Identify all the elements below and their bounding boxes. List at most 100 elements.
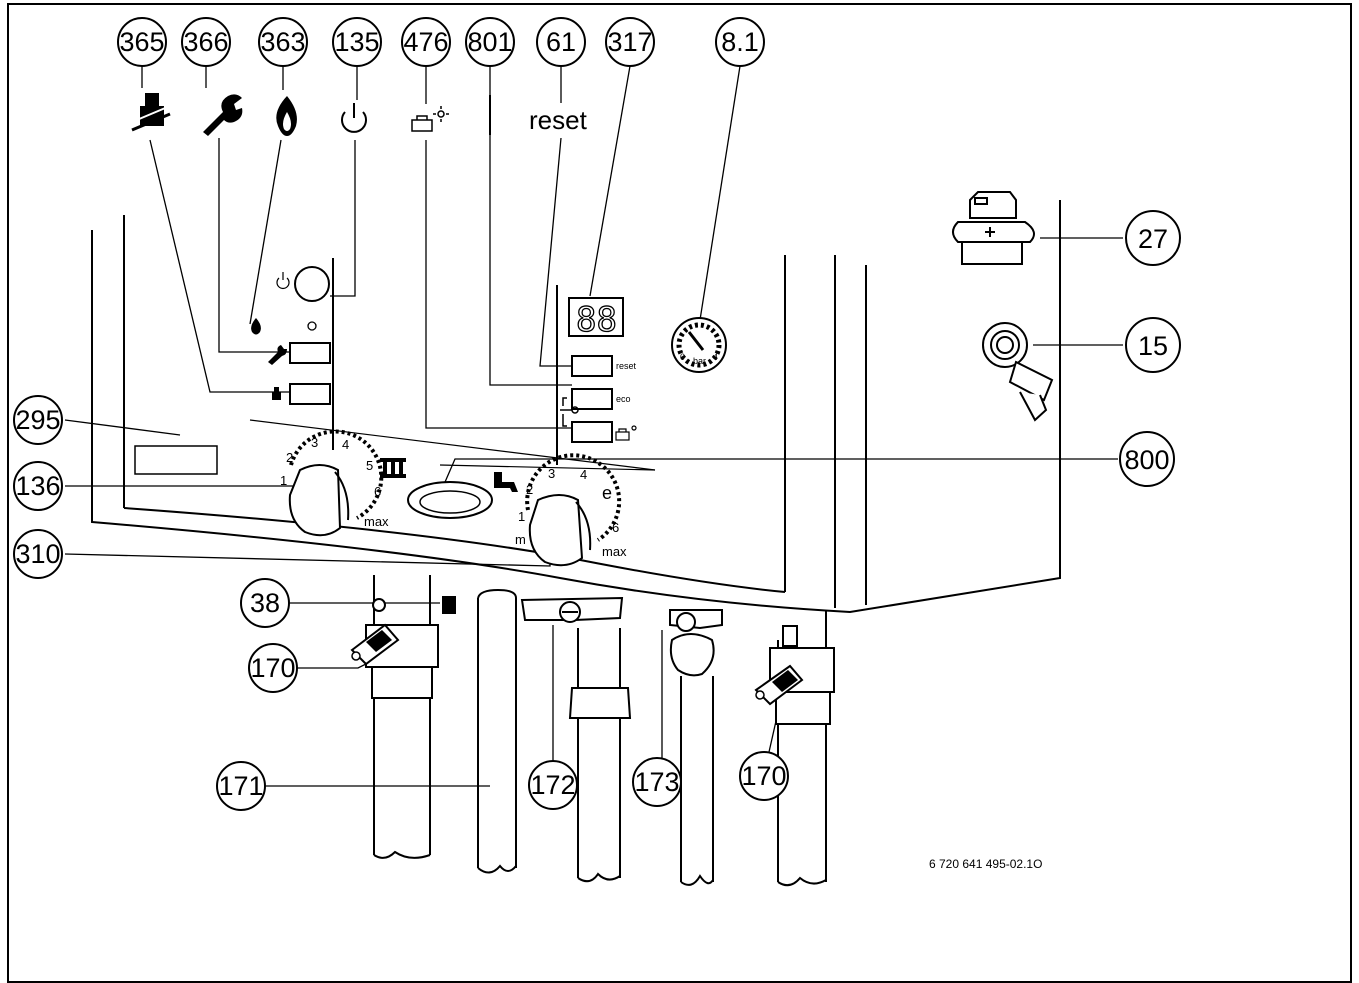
info-window [134, 445, 218, 475]
callout-38: 38 [240, 578, 290, 628]
svg-text:27: 27 [1138, 224, 1168, 254]
svg-text:bar: bar [693, 356, 706, 366]
callout-363: 363 [258, 17, 308, 67]
callout-170-right: 170 [739, 751, 789, 801]
svg-text:2: 2 [526, 482, 533, 497]
svg-text:4: 4 [342, 437, 349, 452]
callout-8-1: 8.1 [715, 17, 765, 67]
callout-135: 135 [332, 17, 382, 67]
document-number: 6 720 641 495-02.1O [929, 857, 1042, 871]
wrench-icon [203, 94, 243, 136]
svg-text:365: 365 [119, 27, 164, 57]
key-icon [560, 397, 579, 427]
callout-800: 800 [1119, 431, 1175, 487]
burner-indicator-lamp [307, 321, 317, 331]
callout-171: 171 [216, 761, 266, 811]
svg-text:2: 2 [286, 450, 293, 465]
svg-text:6: 6 [612, 520, 619, 535]
callout-173: 173 [632, 757, 682, 807]
svg-text:172: 172 [530, 770, 575, 800]
pipe-heating-flow [365, 575, 439, 859]
return-valve-handle[interactable] [754, 664, 804, 706]
eco-button[interactable] [571, 388, 613, 410]
callout-172: 172 [528, 760, 578, 810]
svg-text:0: 0 [680, 352, 685, 362]
cold-water-valve[interactable] [669, 609, 723, 886]
heating-temperature-dial[interactable] [288, 429, 384, 537]
svg-text:max: max [364, 514, 389, 529]
svg-text:310: 310 [15, 539, 60, 569]
callout-61: 61 [536, 17, 586, 67]
svg-text:476: 476 [403, 27, 448, 57]
svg-text:61: 61 [546, 27, 576, 57]
power-button[interactable] [294, 266, 330, 302]
chimney-sweep-icon [131, 93, 171, 132]
svg-text:800: 800 [1124, 445, 1169, 475]
pressure-gauge: bar 0 4 [671, 317, 727, 373]
service-button[interactable] [289, 342, 331, 364]
callout-15: 15 [1125, 317, 1181, 373]
callout-136: 136 [13, 461, 63, 511]
svg-text:170: 170 [250, 653, 295, 683]
filling-valve-handle[interactable] [350, 623, 400, 666]
svg-text:3: 3 [548, 466, 555, 481]
svg-text:1: 1 [518, 509, 525, 524]
panel-power-icon [276, 272, 290, 289]
pipe-heating-return [769, 610, 835, 887]
chimney-sweep-button[interactable] [289, 383, 331, 405]
heating-dial-scale: 1 2 3 4 5 6 max [280, 435, 389, 529]
svg-text:38: 38 [250, 588, 280, 618]
svg-text:6: 6 [374, 484, 381, 499]
holiday-mode-icon [411, 106, 449, 132]
svg-text:171: 171 [218, 771, 263, 801]
small-valve-38 [372, 596, 456, 614]
holiday-button-icon [615, 425, 637, 441]
callout-27: 27 [1125, 210, 1181, 266]
panel-chimney-sweep-icon [272, 387, 281, 400]
svg-text:15: 15 [1138, 331, 1168, 361]
callout-317: 317 [605, 17, 655, 67]
gas-valve[interactable] [520, 596, 632, 883]
svg-text:317: 317 [607, 27, 652, 57]
figure-frame [7, 3, 1352, 983]
callout-476: 476 [401, 17, 451, 67]
panel-wrench-icon [268, 345, 287, 365]
tap-icon [494, 472, 518, 492]
svg-text:4: 4 [713, 352, 718, 362]
svg-text:170: 170 [741, 761, 786, 791]
pipe-gas [477, 588, 517, 874]
callout-801: 801 [465, 17, 515, 67]
digital-display [568, 297, 624, 337]
flame-sight-window [407, 481, 493, 519]
svg-text:363: 363 [260, 27, 305, 57]
svg-text:m: m [515, 532, 526, 547]
svg-text:4: 4 [580, 467, 587, 482]
svg-text:e: e [602, 483, 612, 503]
callout-310: 310 [13, 529, 63, 579]
callout-366: 366 [181, 17, 231, 67]
automatic-air-vent [952, 191, 1035, 265]
svg-text:366: 366 [183, 27, 228, 57]
dhw-dial-scale: 1 2 3 4 e 6 max m [515, 466, 627, 559]
callout-295: 295 [13, 395, 63, 445]
reset-top-label: reset [529, 105, 588, 135]
svg-text:3: 3 [311, 435, 318, 450]
safety-valve [982, 322, 1054, 422]
flame-icon [276, 96, 297, 136]
svg-text:136: 136 [15, 471, 60, 501]
reset-button-label: reset [616, 361, 637, 371]
eco-button-label: eco [616, 394, 631, 404]
callout-170-left: 170 [248, 643, 298, 693]
svg-text:max: max [602, 544, 627, 559]
reset-button[interactable] [571, 355, 613, 377]
svg-text:5: 5 [366, 458, 373, 473]
svg-text:135: 135 [334, 27, 379, 57]
radiator-icon [380, 458, 406, 478]
holiday-mode-button[interactable] [571, 421, 613, 443]
hot-water-temperature-dial[interactable] [525, 453, 622, 567]
svg-text:295: 295 [15, 405, 60, 435]
svg-text:173: 173 [634, 767, 679, 797]
svg-text:1: 1 [280, 473, 287, 488]
panel-flame-icon [251, 318, 261, 335]
